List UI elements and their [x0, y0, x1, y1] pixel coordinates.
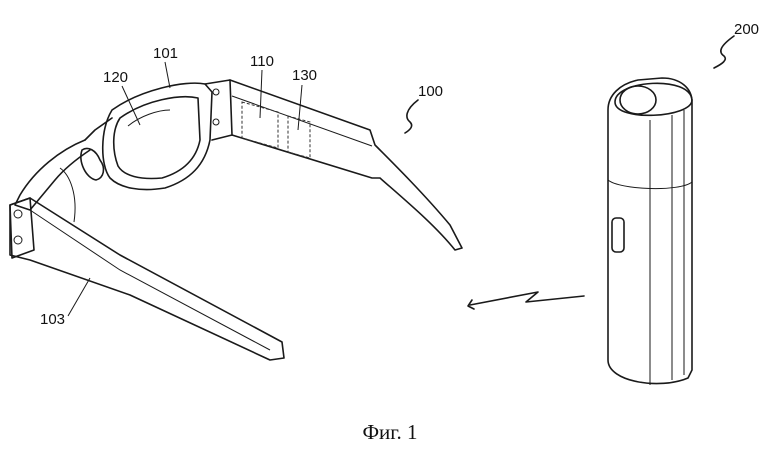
arrow-100 [405, 100, 418, 133]
ref-120: 120 [103, 69, 128, 86]
leader-110 [260, 70, 262, 118]
ref-100: 100 [418, 83, 443, 100]
glasses-lens [114, 97, 200, 179]
leader-130 [298, 85, 302, 130]
leader-103 [68, 278, 90, 316]
left-hinge-screw-top [14, 210, 22, 218]
device-cap-button [620, 86, 656, 114]
leader-120 [122, 86, 140, 125]
glasses-front-frame [103, 83, 212, 189]
glasses-left-lens [60, 168, 75, 222]
arrow-200 [714, 36, 734, 68]
left-temple-edge [30, 210, 270, 350]
ref-130: 130 [292, 67, 317, 84]
left-hinge-screw-bottom [14, 236, 22, 244]
nose-bridge [85, 118, 112, 140]
ref-101: 101 [153, 45, 178, 62]
leader-101 [165, 62, 170, 88]
ref-103: 103 [40, 311, 65, 328]
smart-glasses [10, 80, 462, 360]
figure-caption: Фиг. 1 [0, 420, 780, 445]
right-temple-edge [232, 96, 372, 146]
handheld-device [608, 78, 692, 385]
ref-110: 110 [250, 53, 274, 70]
right-temple-arm [230, 80, 462, 250]
device-side-button [612, 218, 624, 252]
wireless-link-symbol [470, 292, 584, 305]
hinge-screw-bottom [213, 119, 219, 125]
ref-200: 200 [734, 21, 759, 38]
hinge-screw-top [213, 89, 219, 95]
